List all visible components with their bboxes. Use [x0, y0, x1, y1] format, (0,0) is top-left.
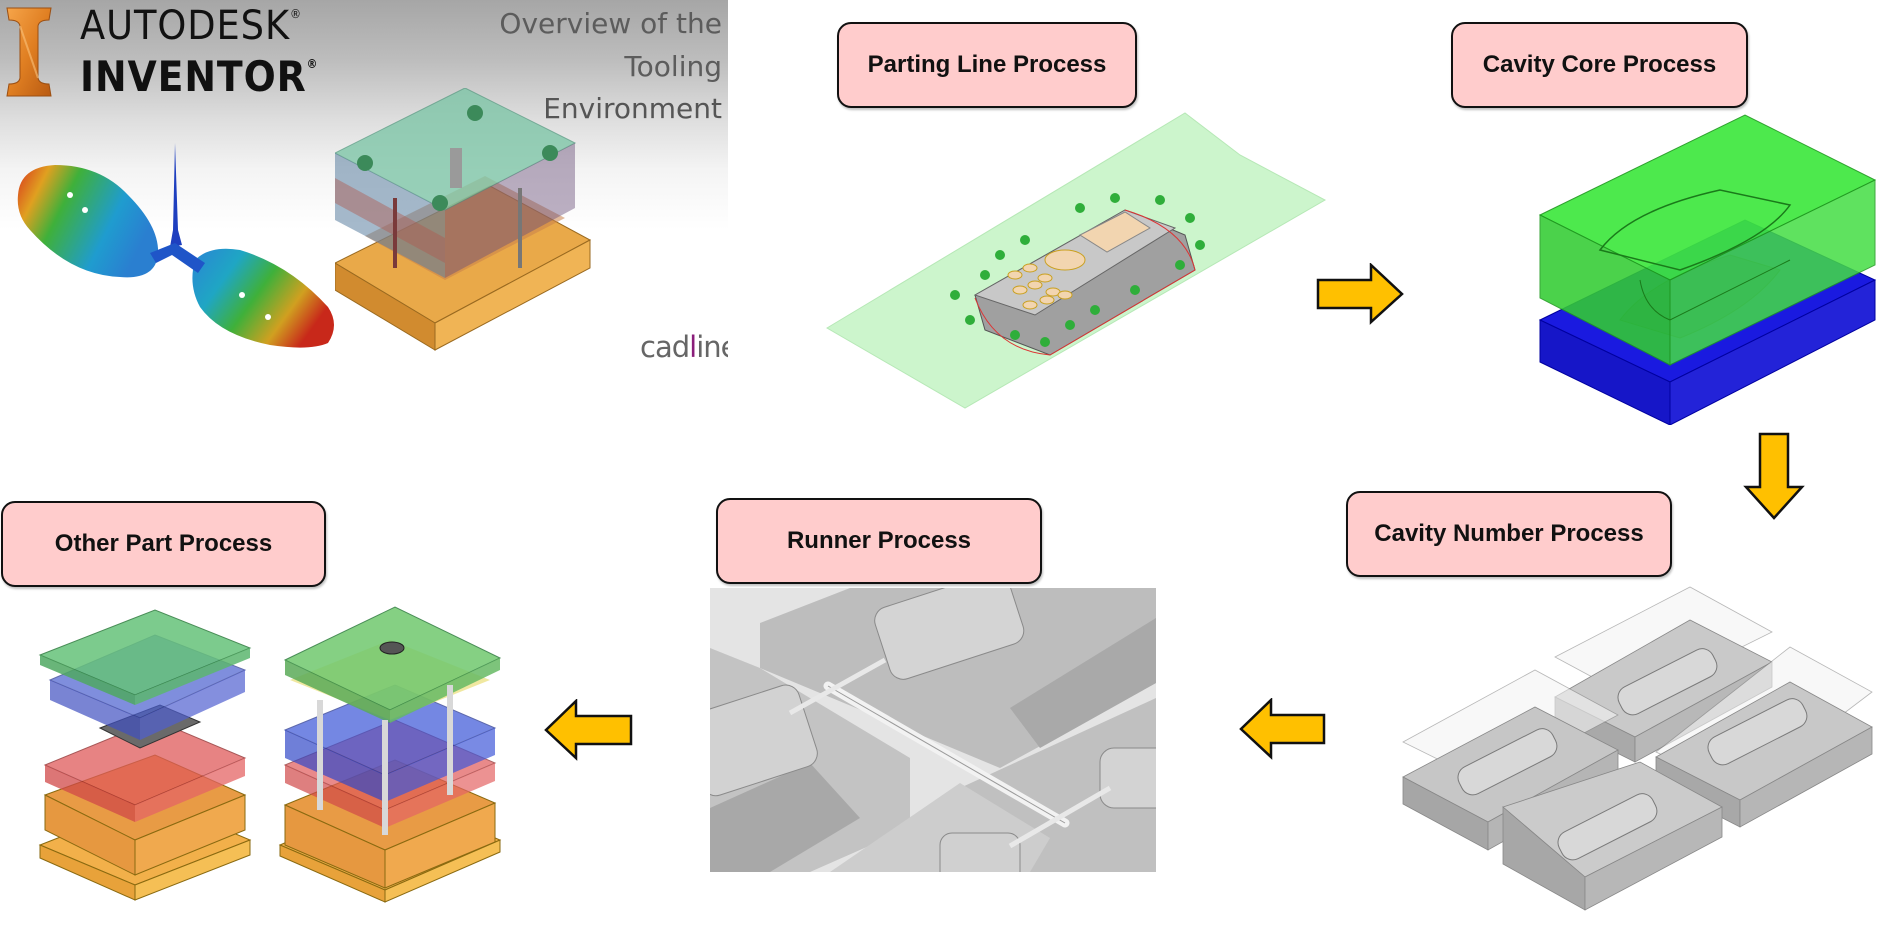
other-part-illustration [38, 606, 502, 903]
brand-inventor: INVENTOR® [80, 52, 319, 101]
subtitle-line-2: Tooling [624, 50, 722, 83]
cavity-number-illustration [1402, 586, 1873, 911]
mold-assembly-image [335, 88, 592, 351]
arrow-down-icon [1743, 432, 1805, 520]
cavity-core-illustration [1538, 114, 1877, 425]
header-banner: AUTODESK® INVENTOR® Overview of the Tool… [0, 0, 728, 372]
step-runner-label: Runner Process [716, 498, 1042, 584]
mold-flow-simulation-image [17, 143, 334, 348]
cadline-logo: cadline [640, 330, 728, 364]
step-cavity-number-label: Cavity Number Process [1346, 491, 1672, 577]
subtitle-line-3: Environment [543, 92, 722, 125]
inventor-logo-icon [6, 7, 52, 97]
brand-autodesk: AUTODESK® [80, 3, 302, 49]
arrow-left-icon [1239, 698, 1326, 760]
step-parting-line-label: Parting Line Process [837, 22, 1137, 108]
subtitle-line-1: Overview of the [499, 7, 722, 40]
arrow-right-icon [1316, 263, 1404, 325]
arrow-left-icon [544, 699, 633, 761]
step-cavity-core-label: Cavity Core Process [1451, 22, 1748, 108]
parting-line-illustration [826, 112, 1327, 409]
step-other-part-label: Other Part Process [1, 501, 326, 587]
runner-illustration [710, 588, 1156, 872]
